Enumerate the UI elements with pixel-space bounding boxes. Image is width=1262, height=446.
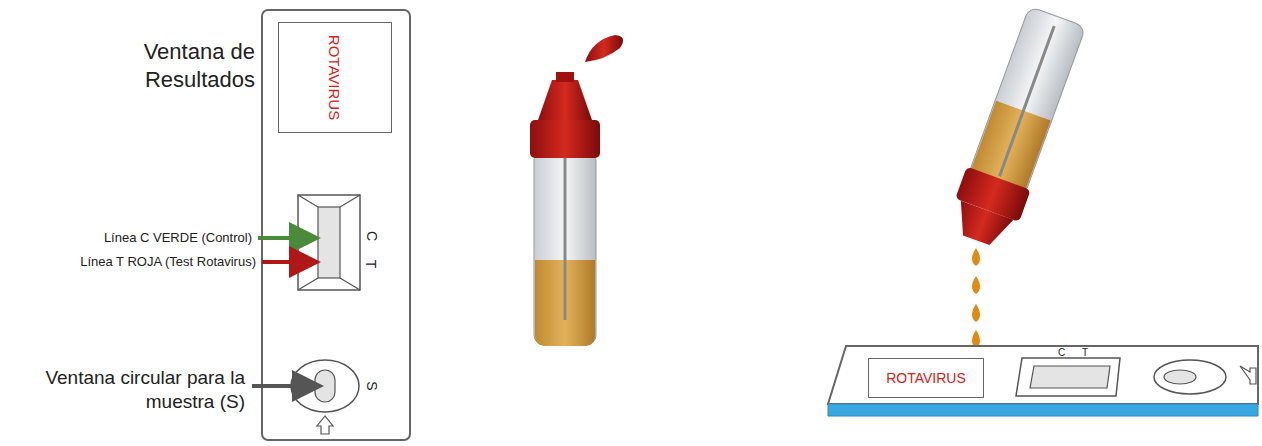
callout-text: Ventana circular para la muestra (S) [35, 366, 245, 414]
line-letter: C [1058, 347, 1065, 358]
callout-text: Línea T ROJA (Test Rotavirus) [80, 254, 256, 269]
line-letter: T [1082, 347, 1088, 358]
callout-text: Línea C VERDE (Control) [104, 230, 252, 245]
line-letter: T [367, 256, 376, 272]
line-letter: C [367, 228, 377, 244]
brand-label: ROTAVIRUS [886, 370, 966, 386]
callout-text: Ventana de Resultados [105, 38, 255, 93]
line-letter: S [367, 378, 376, 394]
brand-label: ROTAVIRUS [326, 35, 343, 120]
label-box: ROTAVIRUS [868, 358, 984, 398]
label-box: ROTAVIRUS [278, 22, 392, 133]
